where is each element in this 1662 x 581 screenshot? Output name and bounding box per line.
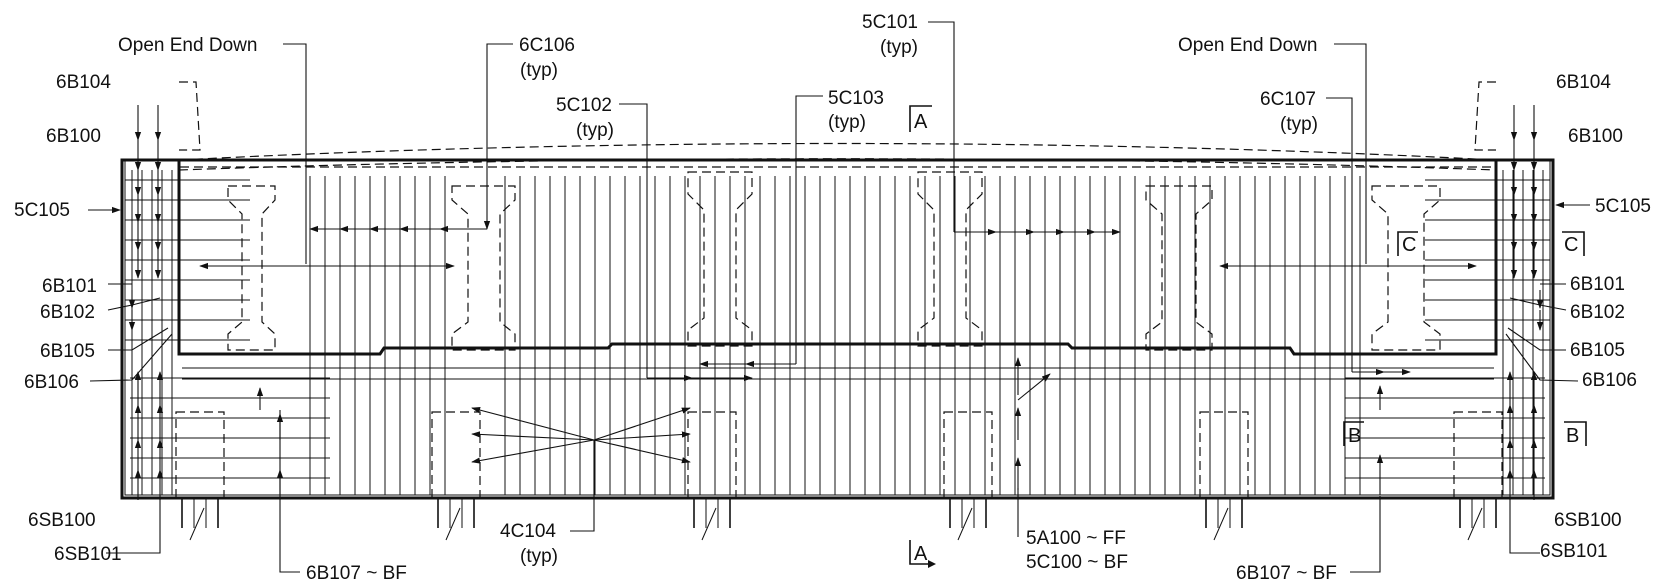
columns — [175, 411, 1503, 541]
label-6c107: 6C107 — [1260, 89, 1316, 110]
label-6b105-right: 6B105 — [1570, 340, 1625, 361]
section-a-top: A — [909, 105, 932, 133]
section-a-top-label: A — [914, 111, 928, 133]
diag-arrow — [471, 431, 595, 441]
pile-outline — [175, 411, 225, 499]
label-5c101: 5C101 — [862, 12, 918, 33]
label-6sb100-right: 6SB100 — [1554, 510, 1622, 531]
label-6sb100-left: 6SB100 — [28, 510, 96, 531]
label-5c102-typ: (typ) — [576, 120, 614, 141]
cap-outline — [120, 158, 1555, 500]
label-6b102-right: 6B102 — [1570, 302, 1625, 323]
section-c-left: C — [1397, 231, 1418, 256]
label-6b104-left: 6B104 — [56, 72, 111, 93]
label-5c100-bf: 5C100 ~ BF — [1026, 552, 1128, 573]
section-c-right: C — [1562, 231, 1585, 256]
section-b-right-label: B — [1566, 425, 1579, 447]
label-5c103: 5C103 — [828, 88, 884, 109]
label-6b100-left: 6B100 — [46, 126, 101, 147]
reinforcement-bars — [125, 170, 1550, 495]
section-b-right: B — [1564, 421, 1587, 447]
label-open-end-down-left: Open End Down — [118, 35, 257, 56]
label-5a100-ff: 5A100 ~ FF — [1026, 528, 1126, 549]
pile-outline — [943, 411, 993, 499]
label-6b106-left: 6B106 — [24, 372, 79, 393]
section-a-bottom-label: A — [914, 543, 928, 565]
pile-outline — [687, 411, 737, 499]
diag-arrow — [471, 439, 595, 464]
column-break — [189, 507, 205, 541]
diag-arrow — [593, 431, 691, 441]
label-6c107-typ: (typ) — [1280, 114, 1318, 135]
column-break — [1213, 507, 1229, 541]
diag-arrow — [593, 407, 691, 441]
label-6sb101-right: 6SB101 — [1540, 541, 1608, 562]
column-break — [445, 507, 461, 541]
label-5c105-right: 5C105 — [1595, 196, 1651, 217]
section-marks: A A B B C C — [909, 105, 1587, 568]
section-c-left-label: C — [1402, 234, 1416, 256]
label-6b102-left: 6B102 — [40, 302, 95, 323]
leader-lines — [88, 21, 1590, 573]
pile-outline — [1453, 411, 1503, 499]
label-6sb101-left: 6SB101 — [54, 544, 122, 565]
label-6b107-left: 6B107 ~ BF — [306, 563, 407, 581]
pile-outline — [431, 411, 481, 499]
section-a-bottom: A — [909, 540, 936, 568]
label-6b107-right: 6B107 ~ BF — [1236, 563, 1337, 581]
diag-arrow — [593, 439, 691, 464]
label-6c106-typ: (typ) — [520, 60, 558, 81]
label-open-end-down-right: Open End Down — [1178, 35, 1317, 56]
label-6b101-right: 6B101 — [1570, 274, 1625, 295]
label-4c104: 4C104 — [500, 521, 556, 542]
section-b-left-label: B — [1348, 425, 1361, 447]
label-6b104-right: 6B104 — [1556, 72, 1611, 93]
label-5c101-typ: (typ) — [880, 37, 918, 58]
deck-profile — [178, 81, 1497, 351]
label-6b101-left: 6B101 — [42, 276, 97, 297]
label-5c105-left: 5C105 — [14, 200, 70, 221]
section-c-right-label: C — [1564, 234, 1578, 256]
diag-arrow — [471, 407, 595, 441]
label-4c104-typ: (typ) — [520, 546, 558, 567]
callout-labels: Open End Down Open End Down 6B104 6B100 … — [14, 12, 1651, 581]
label-6b105-left: 6B105 — [40, 341, 95, 362]
callout-arrows — [128, 105, 1544, 500]
diag-arrow — [1017, 373, 1051, 401]
label-6b100-right: 6B100 — [1568, 126, 1623, 147]
column-break — [957, 507, 973, 541]
section-b-left: B — [1343, 421, 1364, 447]
label-5c102: 5C102 — [556, 95, 612, 116]
column-break — [1467, 507, 1483, 541]
label-6b106-right: 6B106 — [1582, 370, 1637, 391]
pile-outline — [1199, 411, 1249, 499]
column-break — [701, 507, 717, 541]
label-5c103-typ: (typ) — [828, 112, 866, 133]
label-6c106: 6C106 — [519, 35, 575, 56]
